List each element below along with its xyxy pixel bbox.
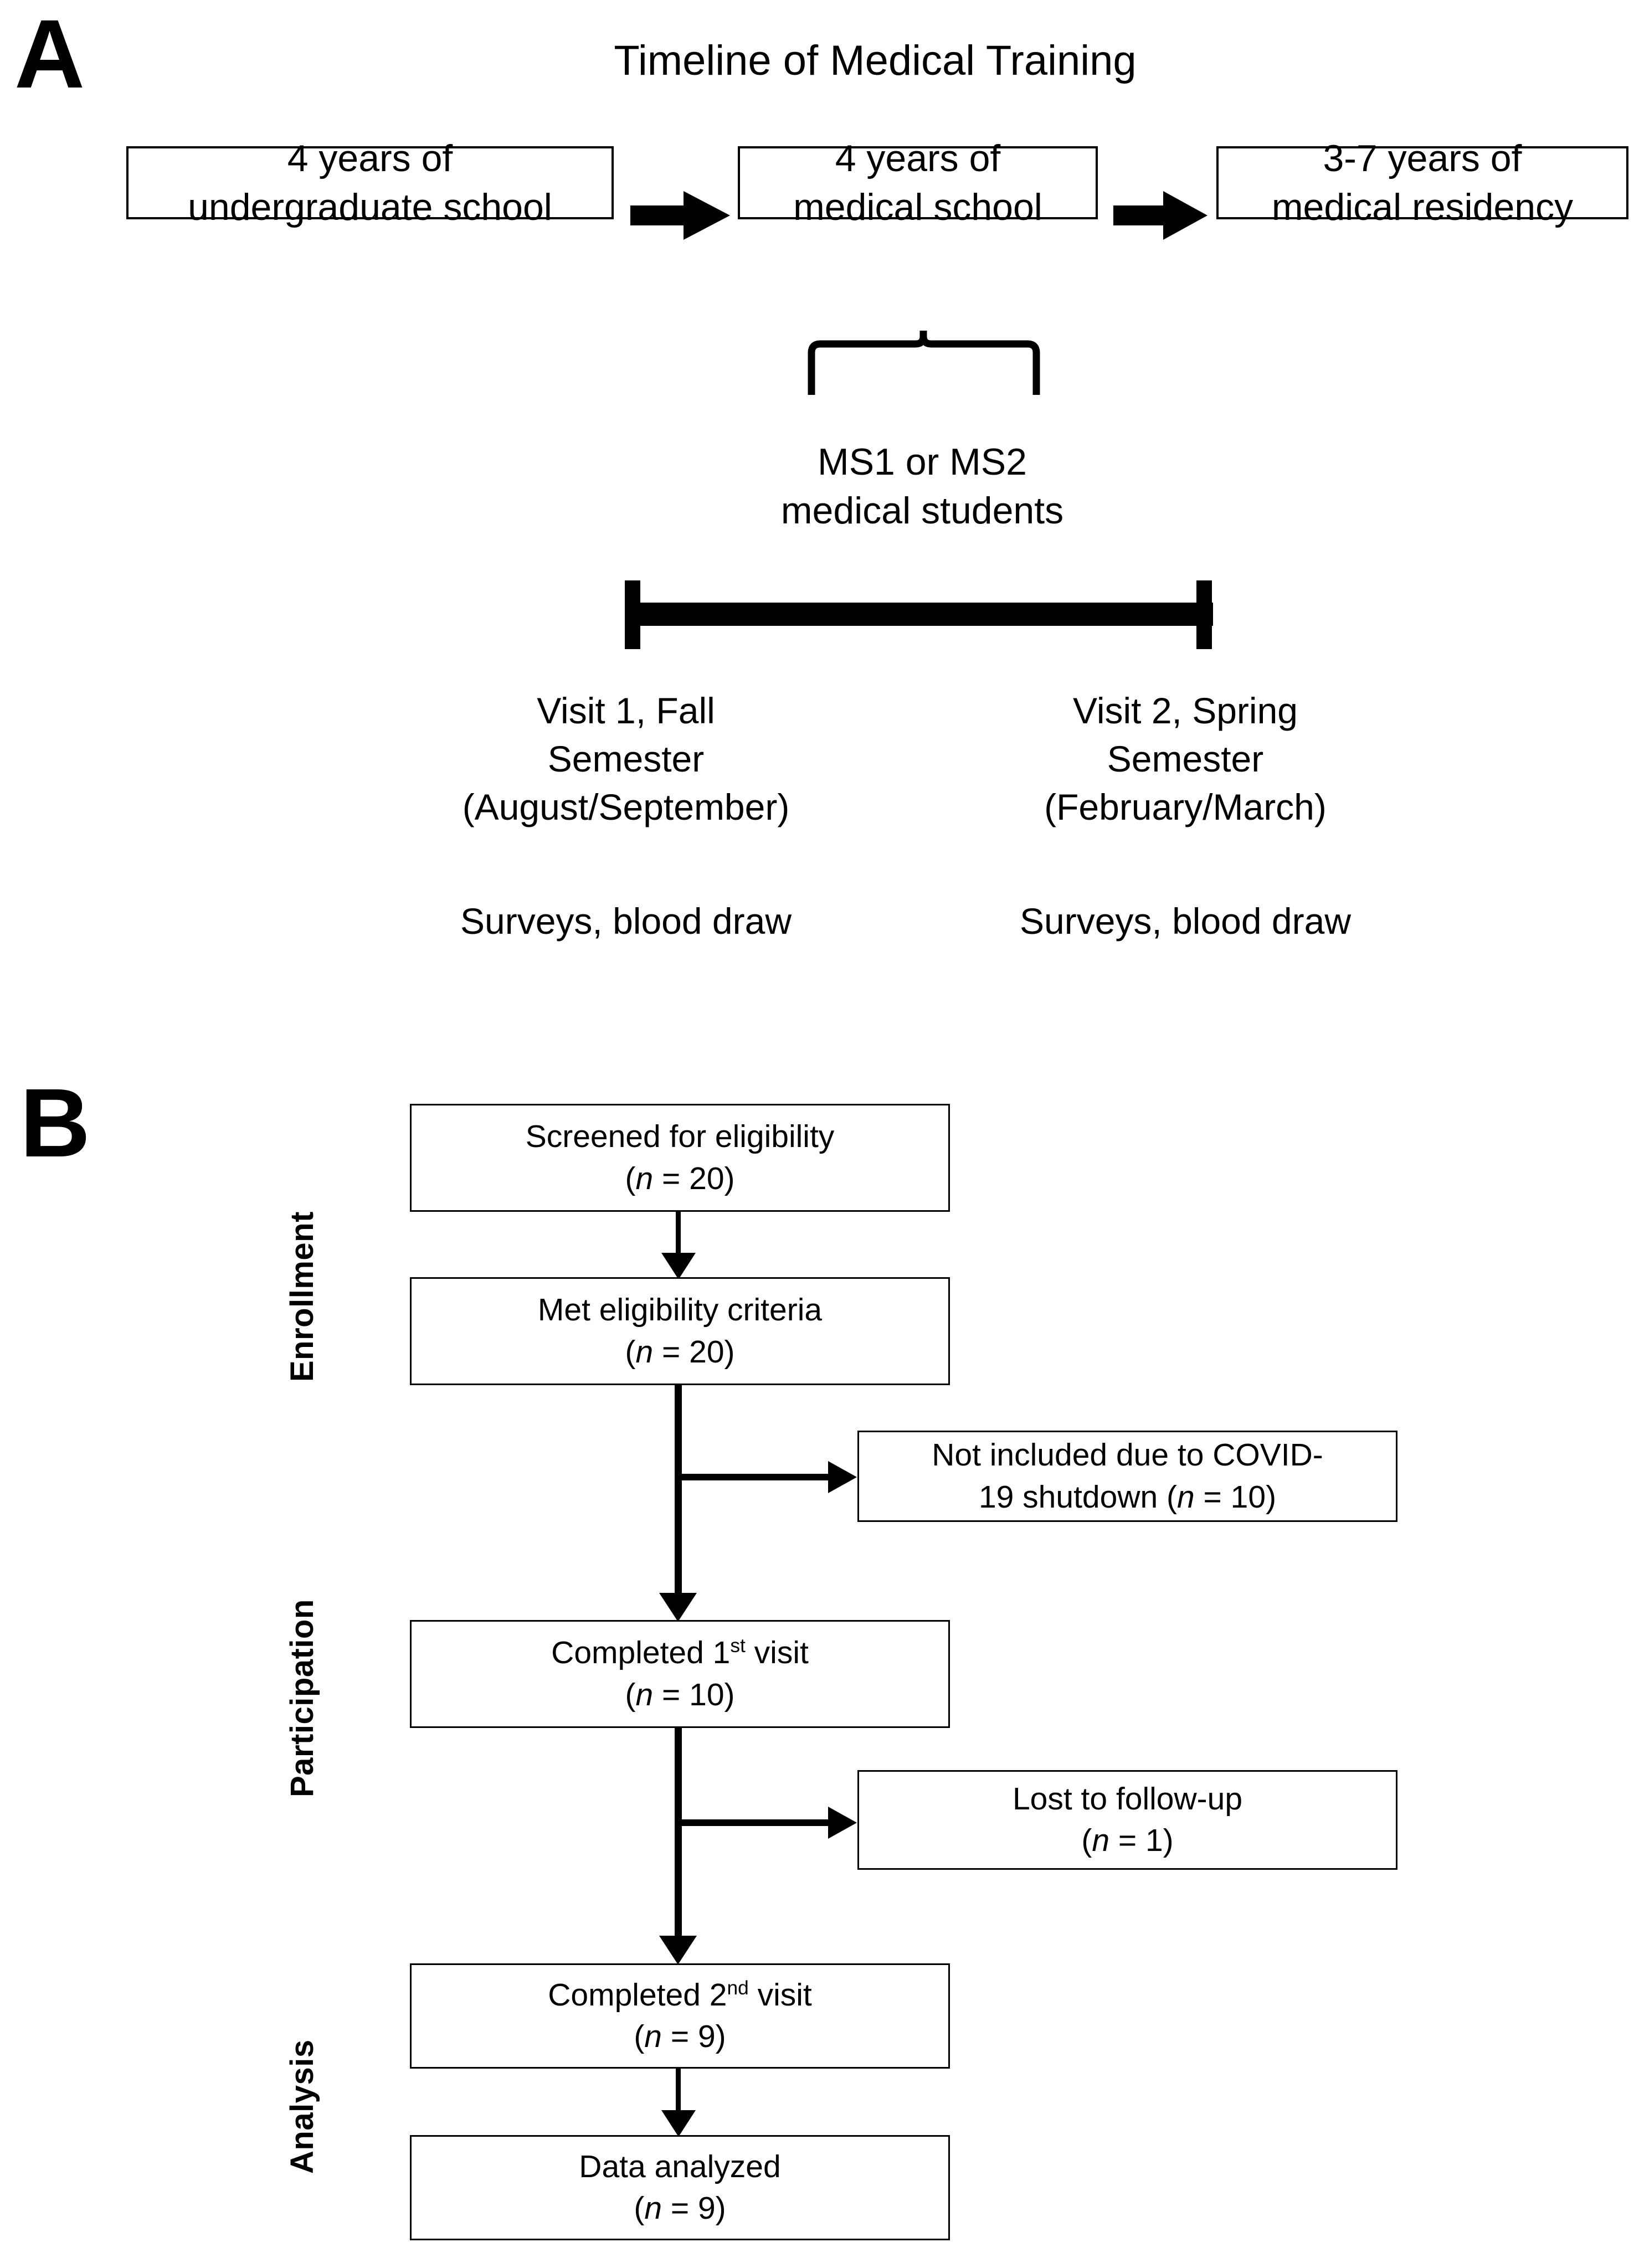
flow-box-data-analyzed: Data analyzed (n = 9) <box>410 2135 950 2240</box>
flow-box-lost-to-followup: Lost to follow-up (n = 1) <box>857 1770 1397 1870</box>
flow-box-screened-count: (n = 20) <box>625 1160 735 1196</box>
flow-box-completed-first-visit-count: (n = 10) <box>625 1676 735 1712</box>
connector-visit1-to-visit2 <box>675 1728 682 1944</box>
visit-1-line2: Semester <box>547 738 705 780</box>
flow-box-completed-second-visit-label: Completed 2nd visit <box>548 1977 812 2013</box>
visit-1-line1: Visit 1, Fall <box>537 690 715 731</box>
stage-box-residency: 3-7 years of medical residency <box>1216 137 1628 228</box>
stage-box-medical-school-line2: medical school <box>793 186 1042 228</box>
visit-2-line2: Semester <box>1107 738 1264 780</box>
curly-brace-icon <box>808 331 1040 395</box>
flow-stage-label-analysis: Analysis <box>284 2039 320 2174</box>
stage-box-undergraduate: 4 years of undergraduate school <box>126 137 614 228</box>
stage-box-medical-school-line1: 4 years of <box>835 137 1001 179</box>
flow-stage-label-enrollment: Enrollment <box>284 1211 320 1382</box>
flow-stage-label-participation: Participation <box>284 1599 320 1797</box>
flow-box-covid-excluded-line1: Not included due to COVID- <box>932 1437 1323 1473</box>
panel-a-letter: A <box>14 0 85 109</box>
flow-box-screened-label: Screened for eligibility <box>525 1119 835 1155</box>
stage-box-residency-line2: medical residency <box>1271 186 1574 228</box>
arrow-right-icon-4 <box>828 1807 857 1839</box>
flow-box-met-criteria-count: (n = 20) <box>625 1334 735 1370</box>
arrow-down-icon-4 <box>661 2110 696 2137</box>
flow-box-completed-second-visit-count: (n = 9) <box>634 2019 726 2054</box>
timeline-right-cap <box>1196 580 1212 649</box>
flow-box-data-analyzed-label: Data analyzed <box>579 2148 781 2184</box>
flow-box-screened: Screened for eligibility (n = 20) <box>410 1104 950 1212</box>
arrow-right-icon-2 <box>1113 191 1207 240</box>
flow-box-lost-to-followup-count: (n = 1) <box>1081 1823 1174 1858</box>
visit-2-procedures: Surveys, blood draw <box>1020 901 1351 942</box>
flow-box-data-analyzed-count: (n = 9) <box>634 2190 726 2226</box>
visit-1-label: Visit 1, Fall Semester (August/September… <box>438 687 814 831</box>
bracket-label-line2: medical students <box>780 490 1064 532</box>
panel-b-letter: B <box>20 1069 90 1177</box>
arrow-down-icon-1 <box>661 1253 696 1279</box>
connector-visit1-to-lost <box>679 1819 834 1826</box>
arrow-right-icon-3 <box>828 1461 857 1493</box>
panel-a-title: Timeline of Medical Training <box>614 37 1137 84</box>
visit-2-label: Visit 2, Spring Semester (February/March… <box>997 687 1374 831</box>
arrow-down-icon-3 <box>659 1936 697 1964</box>
stage-box-undergraduate-line1: 4 years of <box>287 137 453 179</box>
flow-box-completed-first-visit: Completed 1st visit (n = 10) <box>410 1620 950 1728</box>
stage-box-residency-line1: 3-7 years of <box>1323 137 1522 179</box>
bracket-label-line1: MS1 or MS2 <box>818 441 1027 483</box>
stage-box-undergraduate-line2: undergraduate school <box>188 186 552 228</box>
flow-box-completed-second-visit: Completed 2nd visit (n = 9) <box>410 1963 950 2069</box>
stage-box-medical-school: 4 years of medical school <box>738 137 1098 228</box>
flow-box-met-criteria-label: Met eligibility criteria <box>537 1292 823 1328</box>
visit-2-line1: Visit 2, Spring <box>1073 690 1298 731</box>
arrow-right-icon-1 <box>630 191 730 240</box>
connector-met-to-covid <box>679 1474 834 1480</box>
flow-box-completed-first-visit-label: Completed 1st visit <box>551 1635 809 1671</box>
visit-1-line3: (August/September) <box>462 786 790 828</box>
flow-box-covid-excluded: Not included due to COVID- 19 shutdown (… <box>857 1431 1397 1522</box>
connector-screened-to-met <box>676 1212 681 1261</box>
connector-met-to-visit1 <box>675 1385 682 1601</box>
flow-box-lost-to-followup-label: Lost to follow-up <box>1012 1781 1243 1817</box>
visit-1-procedures: Surveys, blood draw <box>460 901 792 942</box>
visit-2-line3: (February/March) <box>1044 786 1327 828</box>
timeline-bar <box>625 603 1213 626</box>
flow-box-covid-excluded-line2: 19 shutdown (n = 10) <box>978 1479 1277 1515</box>
arrow-down-icon-2 <box>659 1593 697 1622</box>
connector-visit2-to-analyzed <box>676 2069 681 2117</box>
flow-box-met-criteria: Met eligibility criteria (n = 20) <box>410 1277 950 1385</box>
bracket-label-medical-students: MS1 or MS2 medical students <box>645 438 1199 536</box>
